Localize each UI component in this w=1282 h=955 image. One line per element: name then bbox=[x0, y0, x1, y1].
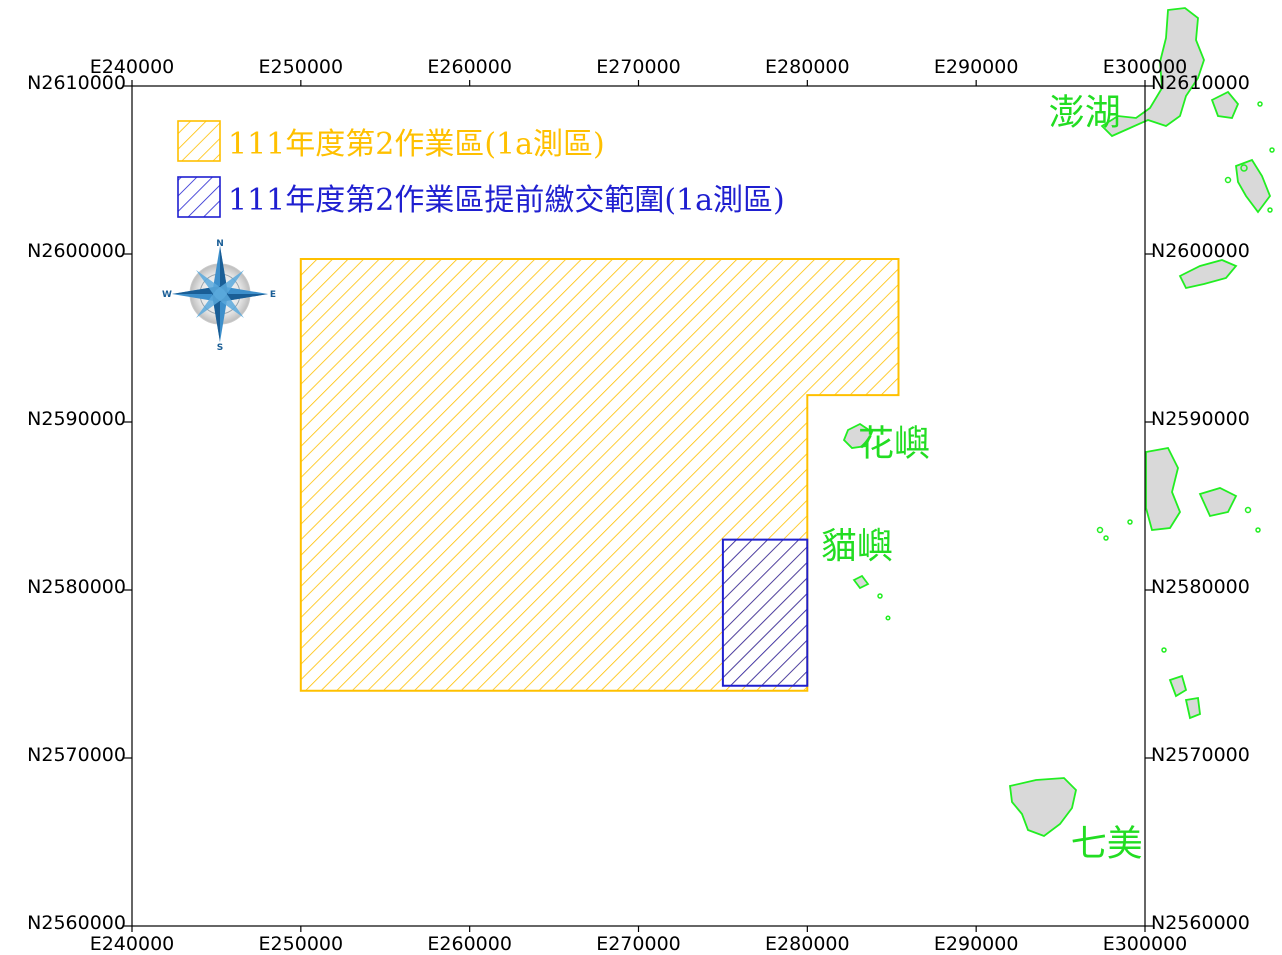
compass-letter-w: W bbox=[162, 290, 172, 300]
island-cimei bbox=[1009, 777, 1077, 838]
y-tick-label-left: N2580000 bbox=[27, 576, 126, 598]
y-tick-label-left: N2560000 bbox=[27, 912, 126, 934]
island-south-east-2 bbox=[1184, 696, 1201, 720]
island-shapes bbox=[842, 7, 1272, 838]
x-tick-label-top: E250000 bbox=[259, 56, 344, 78]
compass-rose-icon: N E S W bbox=[162, 239, 276, 353]
island-north-small bbox=[1235, 158, 1272, 214]
compass-letter-n: N bbox=[216, 239, 224, 249]
x-tick-label-top: E240000 bbox=[90, 56, 175, 78]
island-east-1 bbox=[1178, 259, 1238, 290]
x-tick-label-top: E280000 bbox=[765, 56, 850, 78]
legend-label-orange: 111年度第2作業區(1a測區) bbox=[228, 127, 605, 162]
y-tick-label-left: N2600000 bbox=[27, 240, 126, 262]
legend-swatch-orange bbox=[177, 120, 221, 162]
x-tick-label-bottom: E300000 bbox=[1103, 933, 1188, 955]
y-tick-label-right: N2610000 bbox=[1151, 72, 1250, 94]
x-tick-label-bottom: E280000 bbox=[765, 933, 850, 955]
y-tick-label-right: N2590000 bbox=[1151, 408, 1250, 430]
island-penghu-east bbox=[1210, 90, 1240, 119]
compass-letter-e: E bbox=[270, 290, 276, 300]
place-label: 七美 bbox=[1071, 823, 1143, 864]
survey-areas bbox=[299, 258, 900, 692]
island-penghu bbox=[1100, 7, 1205, 138]
y-tick-label-left: N2590000 bbox=[27, 408, 126, 430]
place-label: 花嶼 bbox=[858, 424, 930, 465]
island-maoyu bbox=[852, 574, 870, 590]
island-east-3 bbox=[1198, 487, 1238, 518]
x-tick-label-bottom: E270000 bbox=[596, 933, 681, 955]
x-tick-label-top: E260000 bbox=[427, 56, 512, 78]
compass-letter-s: S bbox=[217, 343, 223, 353]
y-tick-label-right: N2570000 bbox=[1151, 744, 1250, 766]
x-tick-label-top: E300000 bbox=[1103, 56, 1188, 78]
legend-swatch-blue bbox=[177, 176, 221, 218]
x-tick-label-bottom: E240000 bbox=[90, 933, 175, 955]
y-tick-label-left: N2570000 bbox=[27, 744, 126, 766]
island-east-2 bbox=[1145, 446, 1182, 531]
islet-dots bbox=[877, 101, 1275, 653]
y-tick-label-right: N2600000 bbox=[1151, 240, 1250, 262]
y-tick-label-right: N2560000 bbox=[1151, 912, 1250, 934]
legend-label-blue: 111年度第2作業區提前繳交範圍(1a測區) bbox=[228, 183, 785, 218]
x-axis-ticks: E240000E240000E250000E250000E260000E2600… bbox=[90, 56, 1188, 955]
y-tick-label-right: N2580000 bbox=[1151, 576, 1250, 598]
island-huayu bbox=[842, 422, 874, 449]
legend: 111年度第2作業區(1a測區) 111年度第2作業區提前繳交範圍(1a測區) bbox=[177, 120, 785, 218]
place-label: 貓嶼 bbox=[821, 526, 893, 567]
early-submission-area bbox=[721, 538, 809, 687]
x-tick-label-top: E290000 bbox=[934, 56, 1019, 78]
x-tick-label-bottom: E290000 bbox=[934, 933, 1019, 955]
x-tick-label-bottom: E260000 bbox=[427, 933, 512, 955]
x-tick-label-top: E270000 bbox=[596, 56, 681, 78]
place-label: 澎湖 bbox=[1049, 93, 1121, 134]
island-south-east bbox=[1168, 674, 1188, 698]
y-tick-label-left: N2610000 bbox=[27, 72, 126, 94]
x-tick-label-bottom: E250000 bbox=[259, 933, 344, 955]
work-area-orange bbox=[299, 258, 900, 692]
